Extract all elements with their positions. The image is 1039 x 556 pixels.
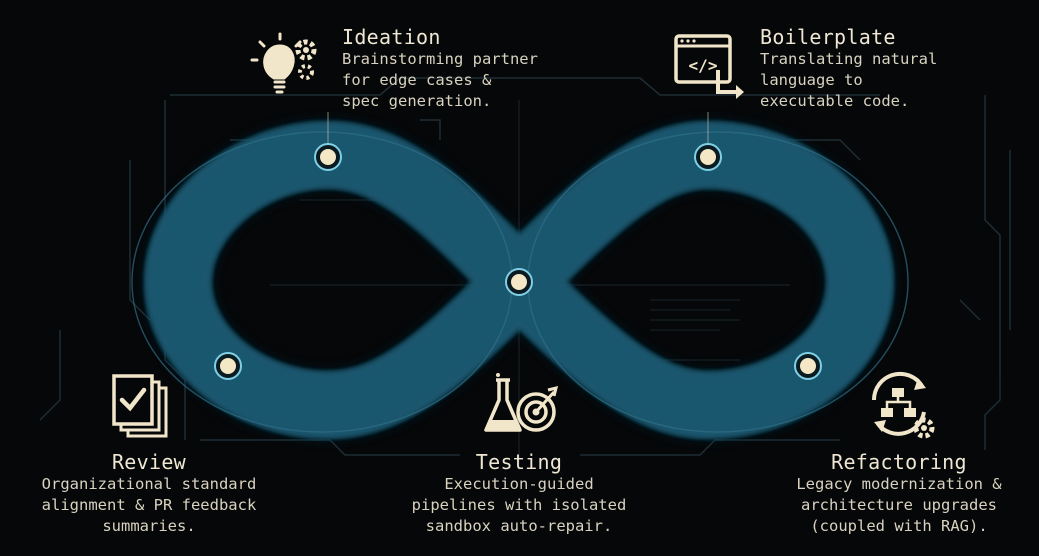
lightbulb-gears-icon — [250, 32, 317, 94]
node-refactoring — [794, 352, 822, 380]
stage-review-title: Review — [111, 450, 187, 474]
stage-testing-description: Execution-guided pipelines with isolated… — [411, 475, 627, 535]
stage-testing: Testing Execution-guided pipelines with … — [390, 450, 648, 537]
stage-review-description: Organizational standard alignment & PR f… — [41, 475, 257, 535]
hierarchy-refresh-gear-icon — [871, 371, 935, 439]
stage-ideation-title: Ideation — [342, 25, 441, 49]
stage-boilerplate-title: Boilerplate — [760, 25, 896, 49]
stage-refactoring: Refactoring Legacy modernization & archi… — [770, 450, 1028, 537]
node-testing — [505, 268, 533, 296]
stage-boilerplate-description: Translating natural language to executab… — [760, 50, 938, 110]
stage-review: Review Organizational standard alignment… — [20, 450, 278, 537]
stage-nodes — [214, 143, 822, 380]
stage-refactoring-title: Refactoring — [831, 450, 967, 474]
node-ideation — [314, 143, 342, 171]
stage-testing-title: Testing — [475, 450, 563, 474]
checklist-documents-icon — [112, 374, 168, 438]
stage-ideation-description: Brainstorming partner for edge cases & s… — [342, 50, 538, 110]
code-window-arrow-icon: </> — [674, 34, 744, 99]
node-review — [214, 352, 242, 380]
stage-boilerplate: Boilerplate Translating natural language… — [760, 25, 937, 112]
node-boilerplate — [694, 143, 722, 171]
flask-target-icon — [484, 373, 559, 432]
stage-ideation: Ideation Brainstorming partner for edge … — [342, 25, 538, 112]
svg-text:</>: </> — [689, 56, 718, 75]
stage-refactoring-description: Legacy modernization & architecture upgr… — [796, 475, 1002, 535]
